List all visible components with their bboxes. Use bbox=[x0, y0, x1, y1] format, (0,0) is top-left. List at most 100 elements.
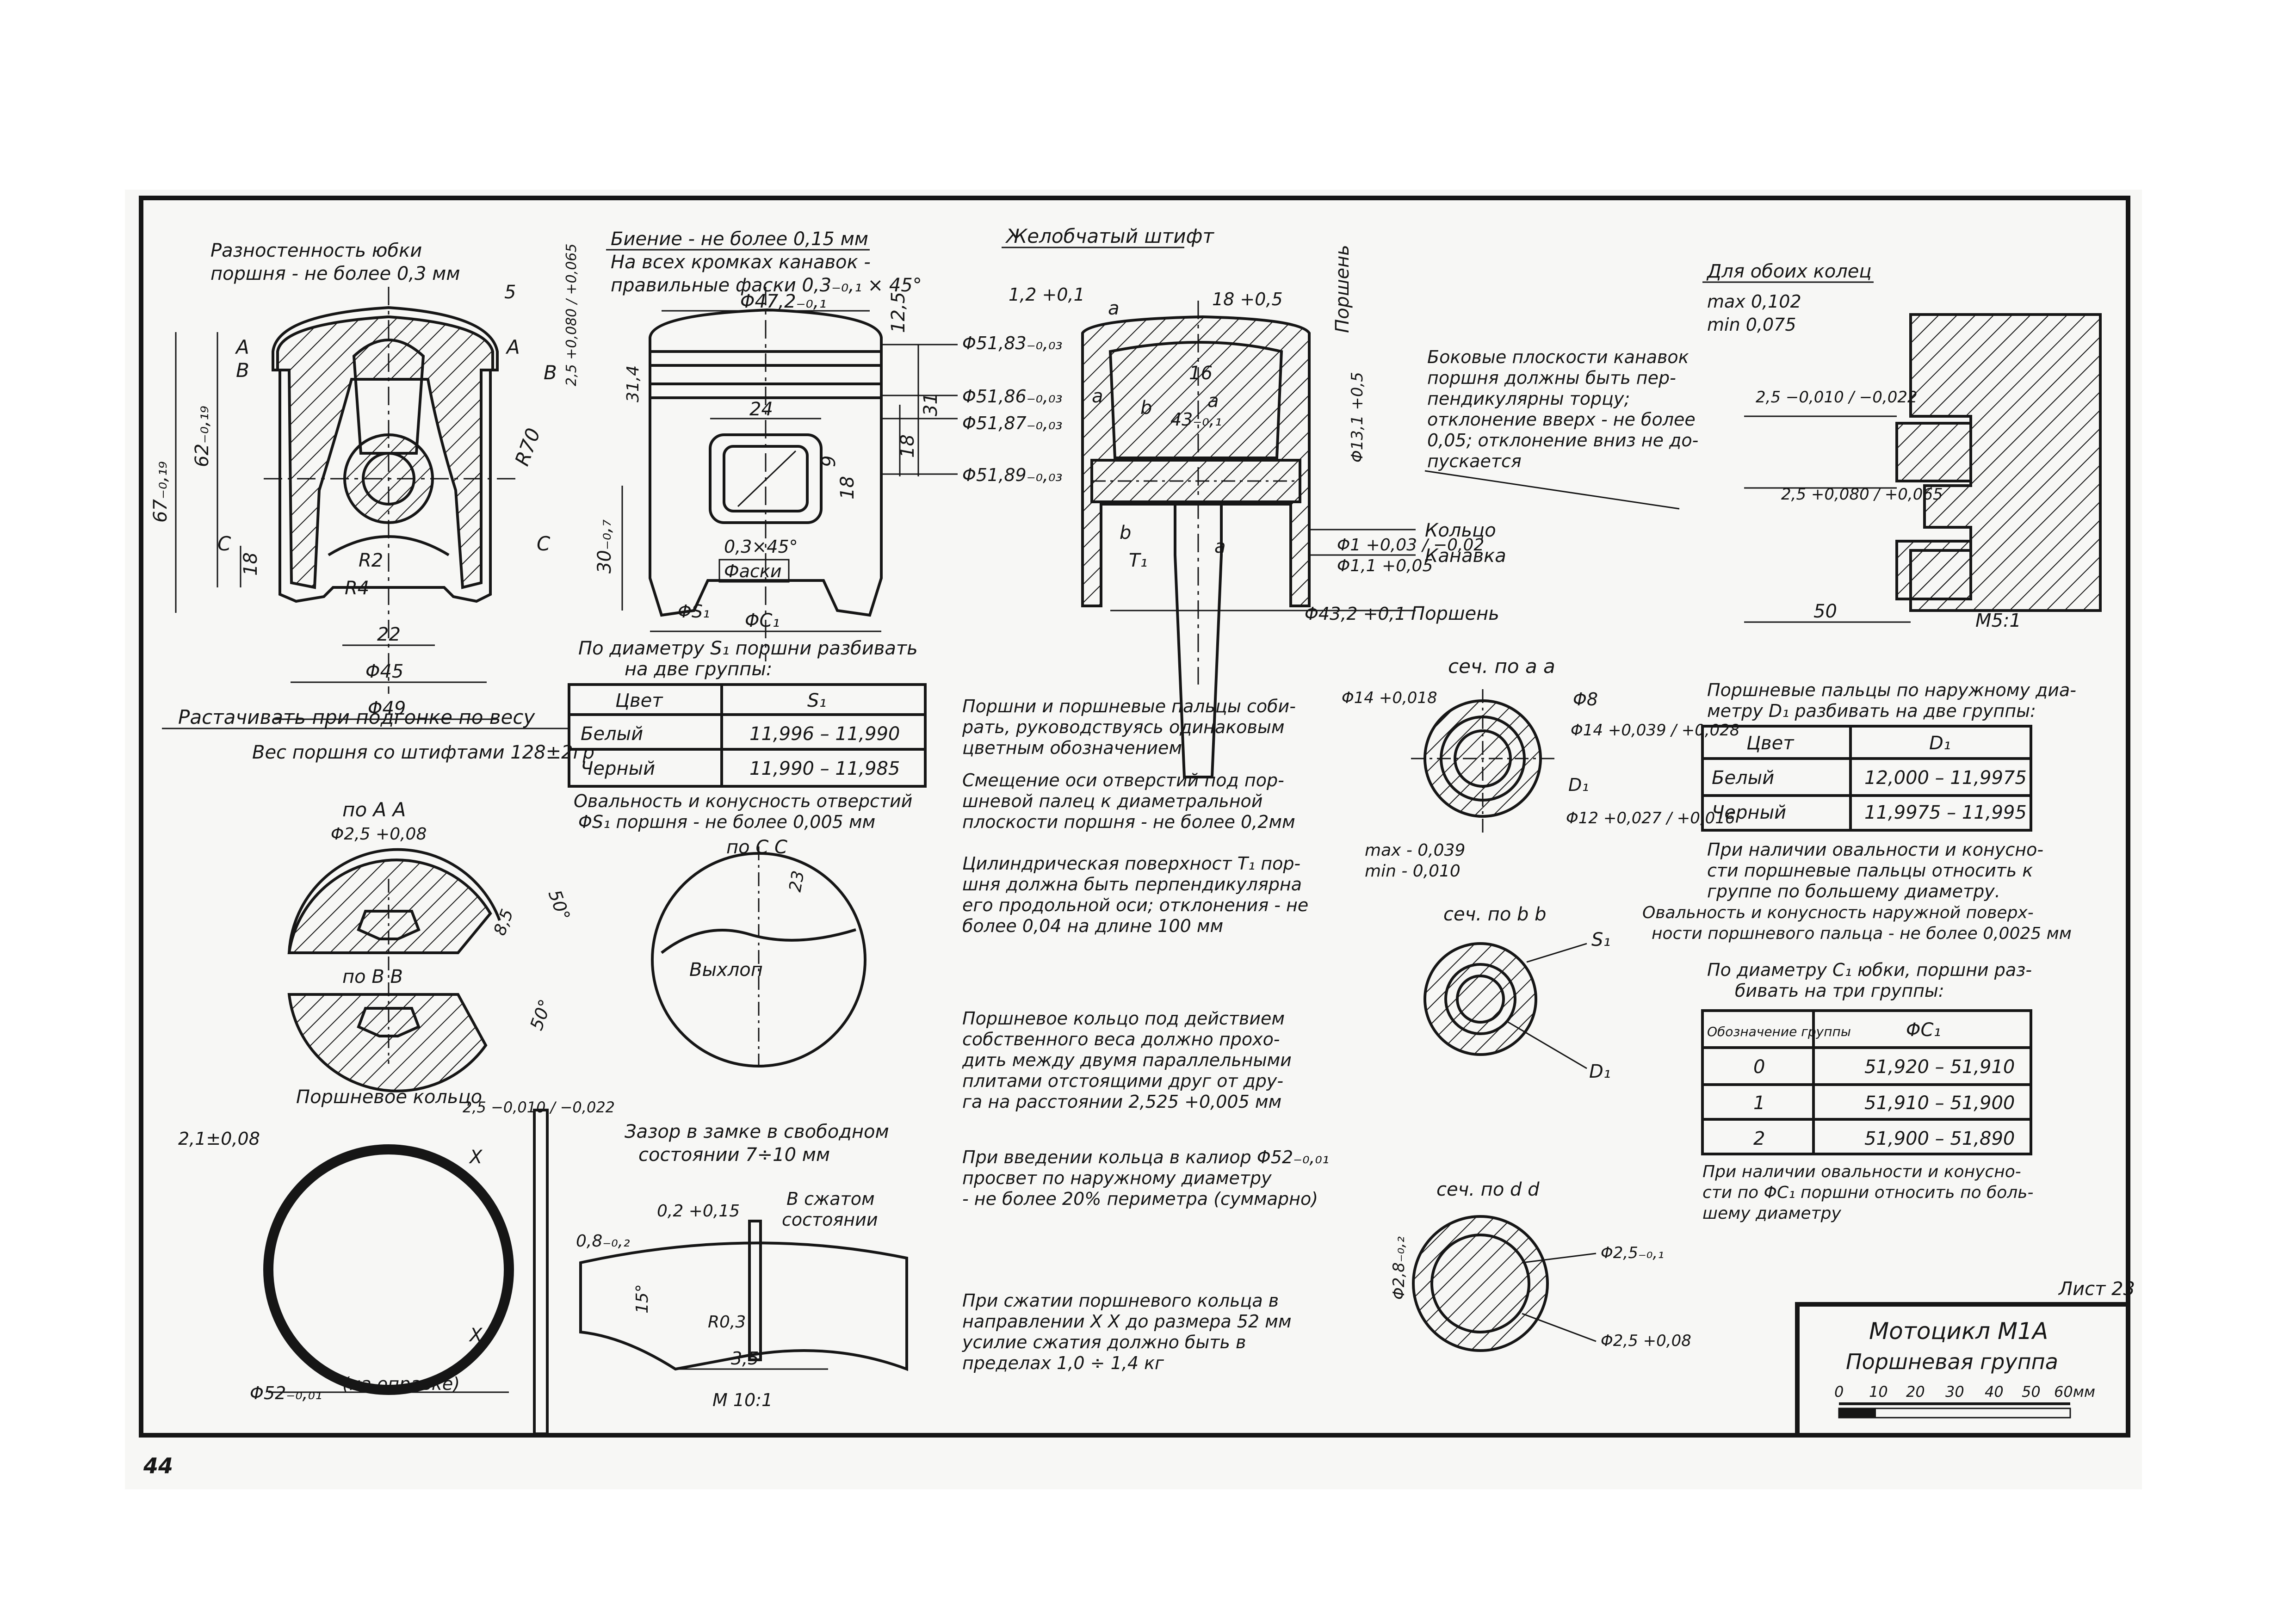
note-4-0: При введении кольца в калиор Φ52₋₀,₀₁ bbox=[962, 1147, 1329, 1167]
ovality-2: ΦS₁ поршня - не более 0,005 мм bbox=[578, 812, 875, 832]
view-aa-slot bbox=[357, 910, 421, 940]
group-title-1: По диаметру S₁ поршни разбивать bbox=[578, 638, 918, 659]
ring-detail-ring-1 bbox=[1895, 422, 1972, 482]
note-0-2: цветным обозначением bbox=[962, 738, 1182, 758]
group-title-2: на две группы: bbox=[625, 659, 772, 680]
dim-31: 31 bbox=[920, 393, 941, 416]
section-dd-dim25b: Φ2,5 +0,08 bbox=[1601, 1332, 1691, 1350]
dim-22: 22 bbox=[377, 624, 401, 645]
skirt-title-1: По диаметру C₁ юбки, поршни раз- bbox=[1707, 960, 2032, 980]
note-weight: Вес поршня со штифтами 128±2гр bbox=[252, 742, 594, 763]
table-c1-r2-c1: 51,900 – 51,890 bbox=[1864, 1128, 2015, 1149]
note-1-2: плоскости поршня - не более 0,2мм bbox=[962, 812, 1295, 832]
label-chamfer: Фаски bbox=[724, 561, 782, 581]
section-aa-dim14b: Φ14 +0,039 / +0,028 bbox=[1571, 721, 1740, 740]
note-3-4: га на расстоянии 2,525 +0,005 мм bbox=[962, 1092, 1281, 1112]
skirt-note-2: шему диаметру bbox=[1702, 1204, 1841, 1223]
note-4-1: просвет по наружному диаметру bbox=[962, 1168, 1272, 1188]
dim-c1: ΦC₁ bbox=[745, 610, 780, 631]
side-note-0: Боковые плоскости канавок bbox=[1427, 347, 1689, 367]
dim-18b: 18 bbox=[837, 476, 858, 500]
ring-dim-25b: 2,5 +0,080 / +0,065 bbox=[1781, 485, 1943, 504]
pin-title: Желобчатый штифт bbox=[1005, 225, 1214, 247]
table-d1-border bbox=[1701, 725, 2032, 832]
note-3-1: собственного веса должно прохо- bbox=[962, 1029, 1280, 1049]
table-s1-r0-c0: Белый bbox=[581, 723, 643, 745]
ring-compressed-1: В сжатом bbox=[786, 1189, 875, 1209]
ring-dim-35: 3,5 bbox=[731, 1348, 759, 1369]
dim-5: 5 bbox=[504, 282, 516, 303]
dim-9: 9 bbox=[818, 456, 840, 467]
ring-scale: М 10:1 bbox=[712, 1390, 773, 1410]
view-bb-lower-hatch bbox=[287, 993, 488, 1092]
dim-13: Φ13,1 +0,5 bbox=[1348, 372, 1367, 463]
pin-window-diag bbox=[737, 450, 797, 507]
table-c1-r1-c0: 1 bbox=[1753, 1092, 1765, 1114]
ring-detail-ring-2 bbox=[1895, 540, 1972, 600]
section-aa: сеч. по a a Φ14 +0,018 Φ8 Φ14 +0,039 / +… bbox=[1342, 655, 1740, 881]
note-2-0: Цилиндрическая поверхност T₁ пор- bbox=[962, 853, 1300, 874]
ring-dim-r03: R0,3 bbox=[708, 1313, 746, 1332]
dim-18c: 18 bbox=[897, 434, 918, 458]
table-d1-r0-c1: 12,000 – 11,9975 bbox=[1864, 767, 2027, 789]
piston-cavity bbox=[352, 339, 425, 455]
view-cc-dim: 23 bbox=[786, 869, 808, 893]
section-bb-pin-bore bbox=[1456, 975, 1505, 1024]
section-dd-dim28: Φ2,8₋₀,₂ bbox=[1390, 1236, 1408, 1300]
dim-18: 18 bbox=[240, 552, 261, 576]
table-c1-r2-c0: 2 bbox=[1753, 1128, 1765, 1149]
section-bb-lead-d1 bbox=[1508, 1021, 1587, 1069]
dim-groove: Φ1,1 +0,05 bbox=[1337, 556, 1433, 575]
pins-note-1: сти поршневые пальцы относить к bbox=[1707, 860, 2033, 881]
skirt-title-2: бивать на три группы: bbox=[1735, 981, 1944, 1001]
view-cc-break bbox=[661, 928, 856, 954]
section-bb: сеч. по b b S₁ D₁ bbox=[1423, 904, 1611, 1082]
section-aa-max: max - 0,039 bbox=[1365, 841, 1465, 860]
dim-5189: Φ51,89₋₀,₀₃ bbox=[962, 465, 1063, 485]
table-d1-header-0: Цвет bbox=[1746, 733, 1795, 754]
note-1-1: шневой палец к диаметральной bbox=[962, 791, 1263, 811]
note-3-0: Поршневое кольцо под действием bbox=[962, 1008, 1285, 1029]
skirt-note-0: При наличии овальности и конусно- bbox=[1702, 1162, 2021, 1181]
dim-432: Φ43,2 +0,1 bbox=[1305, 604, 1406, 624]
label-a-mid: a bbox=[1207, 390, 1219, 412]
page-number: 44 bbox=[143, 1453, 173, 1478]
ring-detail-scale: М5:1 bbox=[1975, 610, 2021, 631]
tol-25: 2,5 +0,080 / +0,065 bbox=[563, 244, 580, 386]
note-1-0: Смещение оси отверстий под пор- bbox=[962, 770, 1284, 790]
note-5-2: усилие сжатия должно быть в bbox=[962, 1332, 1246, 1352]
note-3-3: плитами отстоящими друг от дру- bbox=[962, 1071, 1283, 1091]
view-bb-title: по В В bbox=[342, 966, 403, 987]
scale-30: 30 bbox=[1945, 1383, 1964, 1401]
chamfer-box bbox=[718, 559, 790, 583]
label-a-left: А bbox=[235, 336, 249, 358]
side-note-5: пускается bbox=[1427, 451, 1522, 471]
ring-note-mandrel: (на оправке) bbox=[342, 1374, 460, 1394]
note-4-2: - не более 20% периметра (суммарно) bbox=[962, 1189, 1318, 1209]
section-dd-lead-a bbox=[1522, 1253, 1597, 1264]
label-b-left: В bbox=[236, 359, 249, 382]
ring-body bbox=[263, 1144, 514, 1395]
section-aa-dim12: Φ12 +0,027 / +0,016 bbox=[1566, 809, 1735, 827]
side-outline bbox=[649, 308, 883, 617]
dim-45: Φ45 bbox=[365, 661, 403, 682]
section-aa-dim14: Φ14 +0,018 bbox=[1342, 689, 1437, 707]
connecting-rod bbox=[1174, 504, 1223, 778]
section-bb-lead-s1 bbox=[1526, 943, 1587, 963]
ring-compressed-2: состоянии bbox=[782, 1210, 878, 1230]
ring-detail-min: min 0,075 bbox=[1707, 315, 1796, 335]
dim-30: 30₋₀,₇ bbox=[594, 519, 615, 574]
pins-note-3: Овальность и конусность наружной поверх- bbox=[1642, 903, 2034, 922]
ring-dim-25a: 2,5 −0,010 / −0,022 bbox=[1756, 388, 1918, 407]
ring-dim-50: 50 bbox=[1813, 601, 1837, 622]
table-s1-r1-c0: Черный bbox=[581, 758, 655, 779]
section-dd-lead-b bbox=[1522, 1313, 1597, 1342]
table-d1-r1-c0: Черный bbox=[1712, 802, 1786, 823]
dim-5183: Φ51,83₋₀,₀₃ bbox=[962, 333, 1063, 353]
ring-dim-52: Φ52₋₀,₀₁ bbox=[250, 1383, 322, 1403]
pin-section-cavity bbox=[1108, 341, 1283, 459]
note-5-0: При сжатии поршневого кольца в bbox=[962, 1290, 1279, 1311]
view-aa-title: по А А bbox=[342, 798, 406, 821]
ring-dim-21: 2,1±0,08 bbox=[178, 1129, 260, 1149]
note-edges-1: На всех кромках канавок - bbox=[611, 252, 871, 273]
